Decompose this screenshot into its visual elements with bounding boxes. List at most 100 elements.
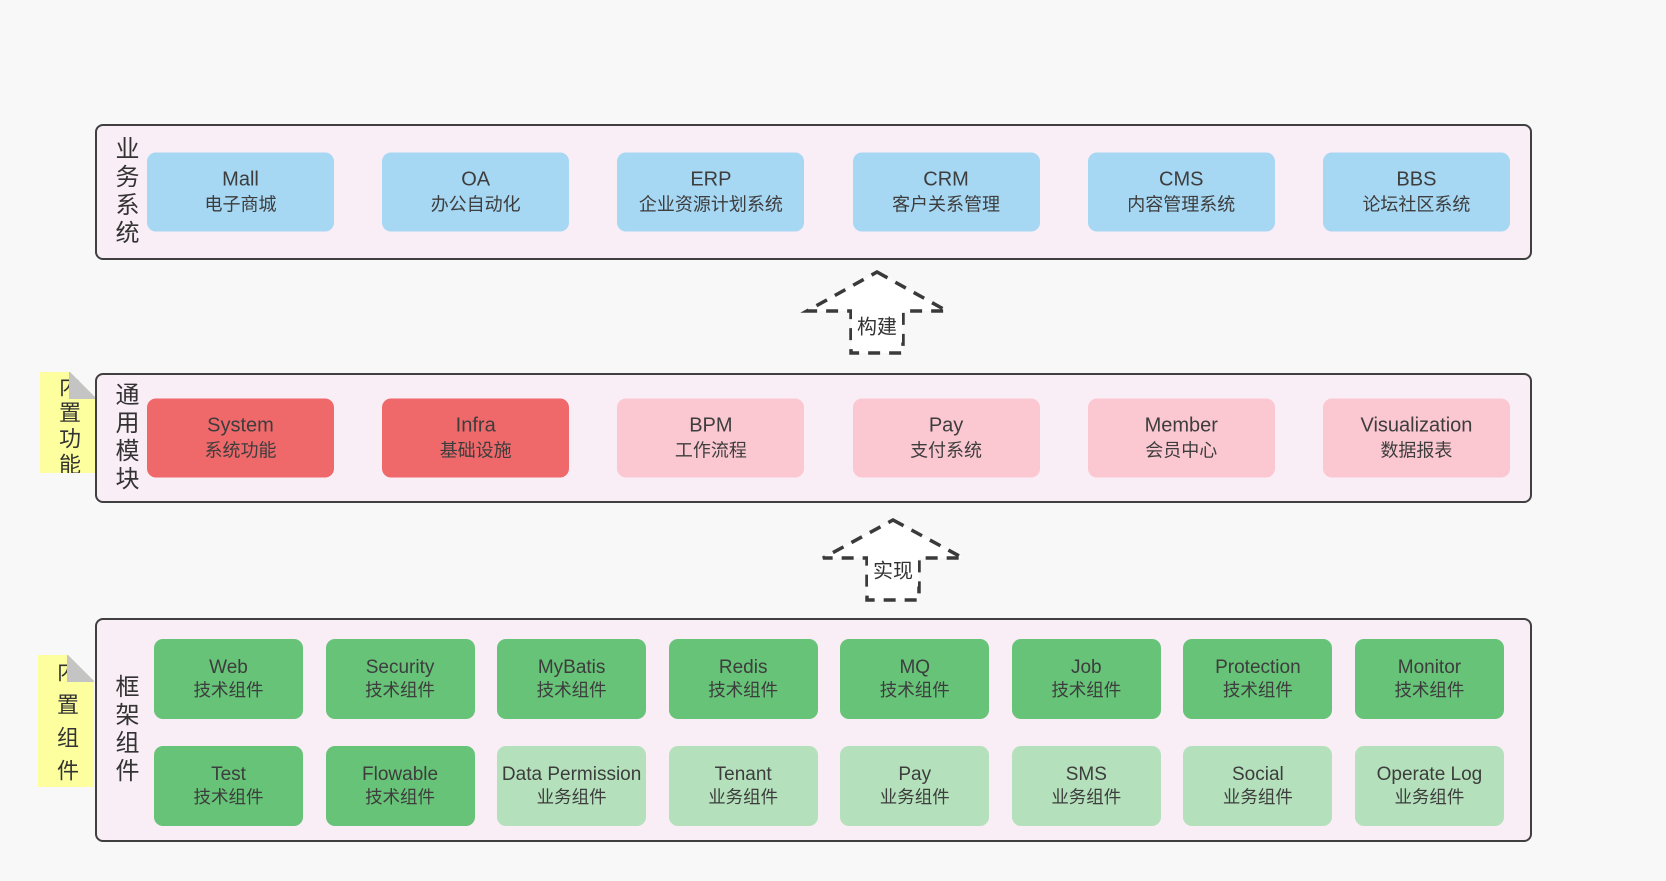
- box-flowable: Flowable 技术组件: [325, 746, 475, 826]
- box-mall: Mall 电子商城: [147, 152, 334, 232]
- box-title: Visualization: [1360, 414, 1473, 437]
- box-web: Web 技术组件: [154, 639, 303, 719]
- component-row-2: Test 技术组件 Flowable 技术组件 Data Permission …: [154, 746, 1504, 826]
- box-test: Test 技术组件: [154, 746, 303, 826]
- box-title: BBS: [1396, 168, 1437, 191]
- box-subtitle: 业务组件: [1394, 786, 1465, 807]
- box-subtitle: 工作流程: [674, 440, 747, 461]
- box-title: Flowable: [362, 764, 439, 786]
- box-title: Member: [1144, 414, 1218, 437]
- box-subtitle: 技术组件: [193, 679, 264, 700]
- module-boxes: System 系统功能 Infra 基础设施 BPM 工作流程 Pay 支付系统…: [147, 398, 1510, 478]
- box-subtitle: 业务组件: [1222, 786, 1293, 807]
- box-subtitle: 电子商城: [204, 194, 277, 215]
- box-title: Security: [365, 657, 435, 679]
- box-subtitle: 技术组件: [365, 679, 436, 700]
- box-title: Data Permission: [501, 764, 642, 786]
- box-subtitle: 技术组件: [1222, 679, 1293, 700]
- box-social: Social 业务组件: [1183, 746, 1333, 826]
- box-title: Tenant: [714, 764, 772, 786]
- box-oa: OA 办公自动化: [382, 152, 570, 232]
- box-tenant: Tenant 业务组件: [668, 746, 818, 826]
- layer-label: 框架组件: [111, 674, 138, 786]
- box-subtitle: 技术组件: [708, 679, 779, 700]
- box-title: Web: [209, 657, 248, 679]
- box-infra: Infra 基础设施: [382, 398, 570, 478]
- box-subtitle: 内容管理系统: [1127, 194, 1236, 215]
- layer-label: 业务系统: [111, 136, 138, 248]
- box-member: Member 会员中心: [1087, 398, 1275, 478]
- box-security: Security 技术组件: [325, 639, 475, 719]
- sticky-note-built-in-features: 内置功能: [40, 372, 96, 473]
- box-title: ERP: [690, 168, 732, 191]
- box-subtitle: 支付系统: [910, 440, 983, 461]
- box-title: Mall: [222, 168, 259, 191]
- box-subtitle: 论坛社区系统: [1362, 194, 1471, 215]
- box-pay-biz: Pay 业务组件: [840, 746, 990, 826]
- layer-framework-components: 框架组件 Web 技术组件 Security 技术组件 MyBatis 技术组件…: [95, 618, 1532, 842]
- box-title: CRM: [923, 168, 969, 191]
- business-boxes: Mall 电子商城 OA 办公自动化 ERP 企业资源计划系统 CRM 客户关系…: [147, 152, 1510, 232]
- box-subtitle: 业务组件: [1051, 786, 1122, 807]
- box-monitor: Monitor 技术组件: [1354, 639, 1504, 719]
- box-protection: Protection 技术组件: [1183, 639, 1333, 719]
- box-subtitle: 技术组件: [536, 679, 607, 700]
- box-erp: ERP 企业资源计划系统: [617, 152, 805, 232]
- sticky-note-built-in-components: 内置组件: [38, 655, 94, 787]
- box-title: Test: [211, 764, 246, 786]
- box-title: Job: [1070, 657, 1102, 679]
- box-subtitle: 办公自动化: [430, 194, 521, 215]
- box-pay: Pay 支付系统: [852, 398, 1040, 478]
- box-subtitle: 技术组件: [1051, 679, 1122, 700]
- box-title: Infra: [455, 414, 496, 437]
- arrow-label-implement: 实现: [868, 551, 918, 587]
- box-crm: CRM 客户关系管理: [852, 152, 1040, 232]
- box-subtitle: 业务组件: [536, 786, 607, 807]
- box-subtitle: 业务组件: [708, 786, 779, 807]
- component-row-1: Web 技术组件 Security 技术组件 MyBatis 技术组件 Redi…: [154, 639, 1504, 719]
- box-title: Pay: [928, 414, 964, 437]
- box-title: CMS: [1159, 168, 1204, 191]
- box-title: Redis: [718, 657, 768, 679]
- box-bbs: BBS 论坛社区系统: [1322, 152, 1510, 232]
- box-title: System: [207, 414, 274, 437]
- box-bpm: BPM 工作流程: [617, 398, 805, 478]
- box-title: Pay: [898, 764, 932, 786]
- box-title: Operate Log: [1376, 764, 1483, 786]
- box-mq: MQ 技术组件: [840, 639, 990, 719]
- arrow-label-build: 构建: [852, 307, 902, 343]
- box-subtitle: 客户关系管理: [892, 194, 1001, 215]
- box-system: System 系统功能: [147, 398, 334, 478]
- box-title: MQ: [899, 657, 931, 679]
- box-subtitle: 系统功能: [204, 440, 277, 461]
- box-title: Protection: [1215, 657, 1301, 679]
- box-title: Social: [1232, 764, 1284, 786]
- box-title: SMS: [1065, 764, 1107, 786]
- box-data-permission: Data Permission 业务组件: [497, 746, 647, 826]
- box-title: Monitor: [1397, 657, 1462, 679]
- sticky-note-text: 内置功能: [56, 374, 81, 479]
- box-job: Job 技术组件: [1011, 639, 1161, 719]
- layer-business-systems: 业务系统 Mall 电子商城 OA 办公自动化 ERP 企业资源计划系统 CRM…: [95, 124, 1532, 260]
- box-subtitle: 技术组件: [879, 679, 950, 700]
- box-title: OA: [461, 168, 491, 191]
- box-redis: Redis 技术组件: [668, 639, 818, 719]
- layer-label: 通用模块: [111, 382, 138, 494]
- box-visualization: Visualization 数据报表: [1322, 398, 1510, 478]
- box-mybatis: MyBatis 技术组件: [497, 639, 647, 719]
- box-subtitle: 技术组件: [1394, 679, 1465, 700]
- box-subtitle: 会员中心: [1145, 440, 1218, 461]
- box-subtitle: 技术组件: [365, 786, 436, 807]
- box-subtitle: 企业资源计划系统: [638, 194, 783, 215]
- box-operate-log: Operate Log 业务组件: [1354, 746, 1504, 826]
- box-subtitle: 数据报表: [1380, 440, 1453, 461]
- box-subtitle: 基础设施: [439, 440, 512, 461]
- box-sms: SMS 业务组件: [1011, 746, 1161, 826]
- sticky-note-text: 内置组件: [54, 660, 79, 792]
- box-cms: CMS 内容管理系统: [1087, 152, 1275, 232]
- box-subtitle: 业务组件: [879, 786, 950, 807]
- box-title: MyBatis: [537, 657, 606, 679]
- box-title: BPM: [689, 414, 733, 437]
- layer-common-modules: 通用模块 System 系统功能 Infra 基础设施 BPM 工作流程 Pay…: [95, 373, 1532, 503]
